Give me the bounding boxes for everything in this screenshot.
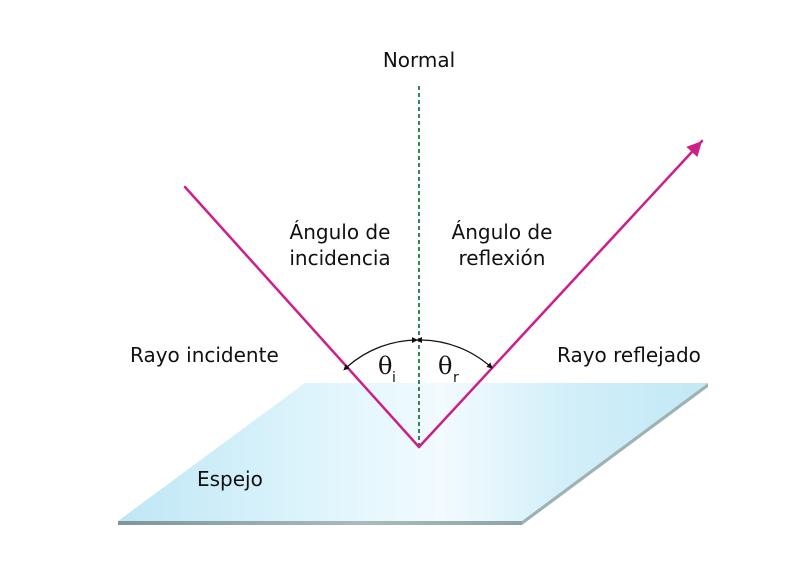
incidence-angle-label-line2: incidencia	[289, 246, 390, 270]
incidence-angle-arc	[343, 337, 418, 371]
theta-i-subscript: i	[392, 370, 396, 386]
reflected-ray	[417, 139, 704, 449]
theta-r-subscript: r	[453, 370, 459, 386]
reflected-ray-label: Rayo reflejado	[557, 343, 701, 367]
mirror-edge	[118, 521, 522, 525]
reflection-angle-arc	[416, 337, 493, 369]
normal-label: Normal	[383, 48, 455, 72]
reflection-angle-label-line1: Ángulo de	[452, 220, 553, 244]
theta-i-symbol: θ	[378, 352, 392, 380]
incident-ray-label: Rayo incidente	[130, 343, 279, 367]
mirror	[118, 383, 708, 525]
theta-incidence-symbol: θ i	[378, 352, 396, 386]
theta-r-symbol: θ	[438, 352, 452, 380]
incidence-angle-label-line1: Ángulo de	[290, 220, 391, 244]
reflection-angle-label-line2: reflexión	[459, 246, 546, 270]
incident-ray	[183, 185, 421, 449]
theta-reflection-symbol: θ r	[438, 352, 459, 386]
mirror-label: Espejo	[197, 467, 263, 491]
mirror-side-edge	[522, 383, 708, 525]
mirror-surface	[118, 383, 708, 521]
